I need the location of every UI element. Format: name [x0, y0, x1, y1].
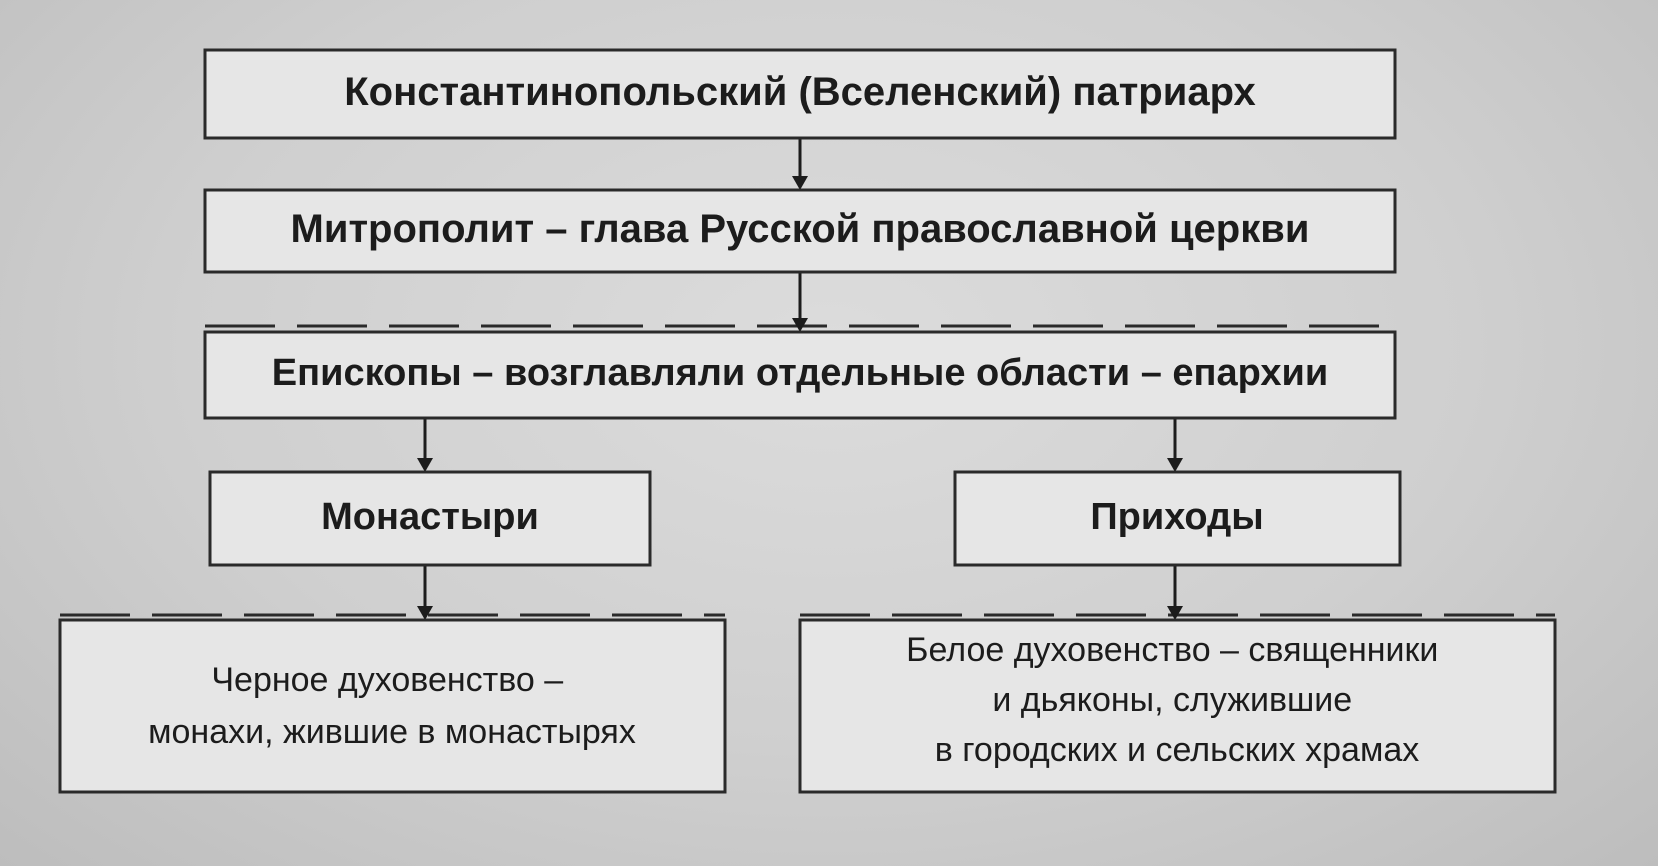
edge-patriarch-metropolitan: [792, 138, 808, 190]
node-label: в городских и сельских храмах: [935, 731, 1419, 769]
svg-text:Белое духовенство – священники: Белое духовенство – священники и дьяконы…: [906, 631, 1448, 769]
edge-metropolitan-bishops: [792, 272, 808, 332]
node-metropolitan: Митрополит – глава Русской православной …: [203, 188, 1397, 274]
node-label: Черное духовенство –: [211, 661, 563, 699]
node-label: Константинопольский (Вселенский) патриар…: [344, 70, 1255, 114]
node-label: Митрополит – глава Русской православной …: [291, 207, 1310, 251]
edge-monasteries-black-clergy: [417, 565, 433, 620]
edge-bishops-monasteries: [417, 418, 433, 472]
svg-text:Митрополит – глава Русской пра: Митрополит – глава Русской православной …: [291, 207, 1310, 251]
node-parishes: Приходы: [953, 470, 1402, 567]
node-label: Приходы: [1090, 496, 1263, 538]
svg-text:Монастыри: Монастыри: [321, 496, 539, 538]
node-white-clergy: Белое духовенство – священники и дьяконы…: [798, 618, 1557, 794]
svg-text:Приходы: Приходы: [1090, 496, 1263, 538]
node-label: Белое духовенство – священники: [906, 631, 1438, 669]
svg-text:Епископы – возглавляли отдельн: Епископы – возглавляли отдельные области…: [272, 352, 1328, 394]
node-label: Монастыри: [321, 496, 539, 538]
node-label: и дьяконы, служившие: [992, 681, 1352, 719]
svg-text:Черное духовенство – мон: Черное духовенство – монахи, жившие в мо…: [148, 661, 636, 751]
node-bishops: Епископы – возглавляли отдельные области…: [203, 330, 1397, 420]
node-label: Епископы – возглавляли отдельные области…: [272, 352, 1328, 394]
node-patriarch: Константинопольский (Вселенский) патриар…: [203, 48, 1397, 140]
svg-text:Константинопольский (Вселенски: Константинопольский (Вселенский) патриар…: [344, 70, 1255, 114]
node-black-clergy: Черное духовенство – монахи, жившие в мо…: [58, 618, 727, 794]
node-monasteries: Монастыри: [208, 470, 652, 567]
node-label: монахи, жившие в монастырях: [148, 713, 636, 751]
edge-bishops-parishes: [1167, 418, 1183, 472]
edge-parishes-white-clergy: [1167, 565, 1183, 620]
